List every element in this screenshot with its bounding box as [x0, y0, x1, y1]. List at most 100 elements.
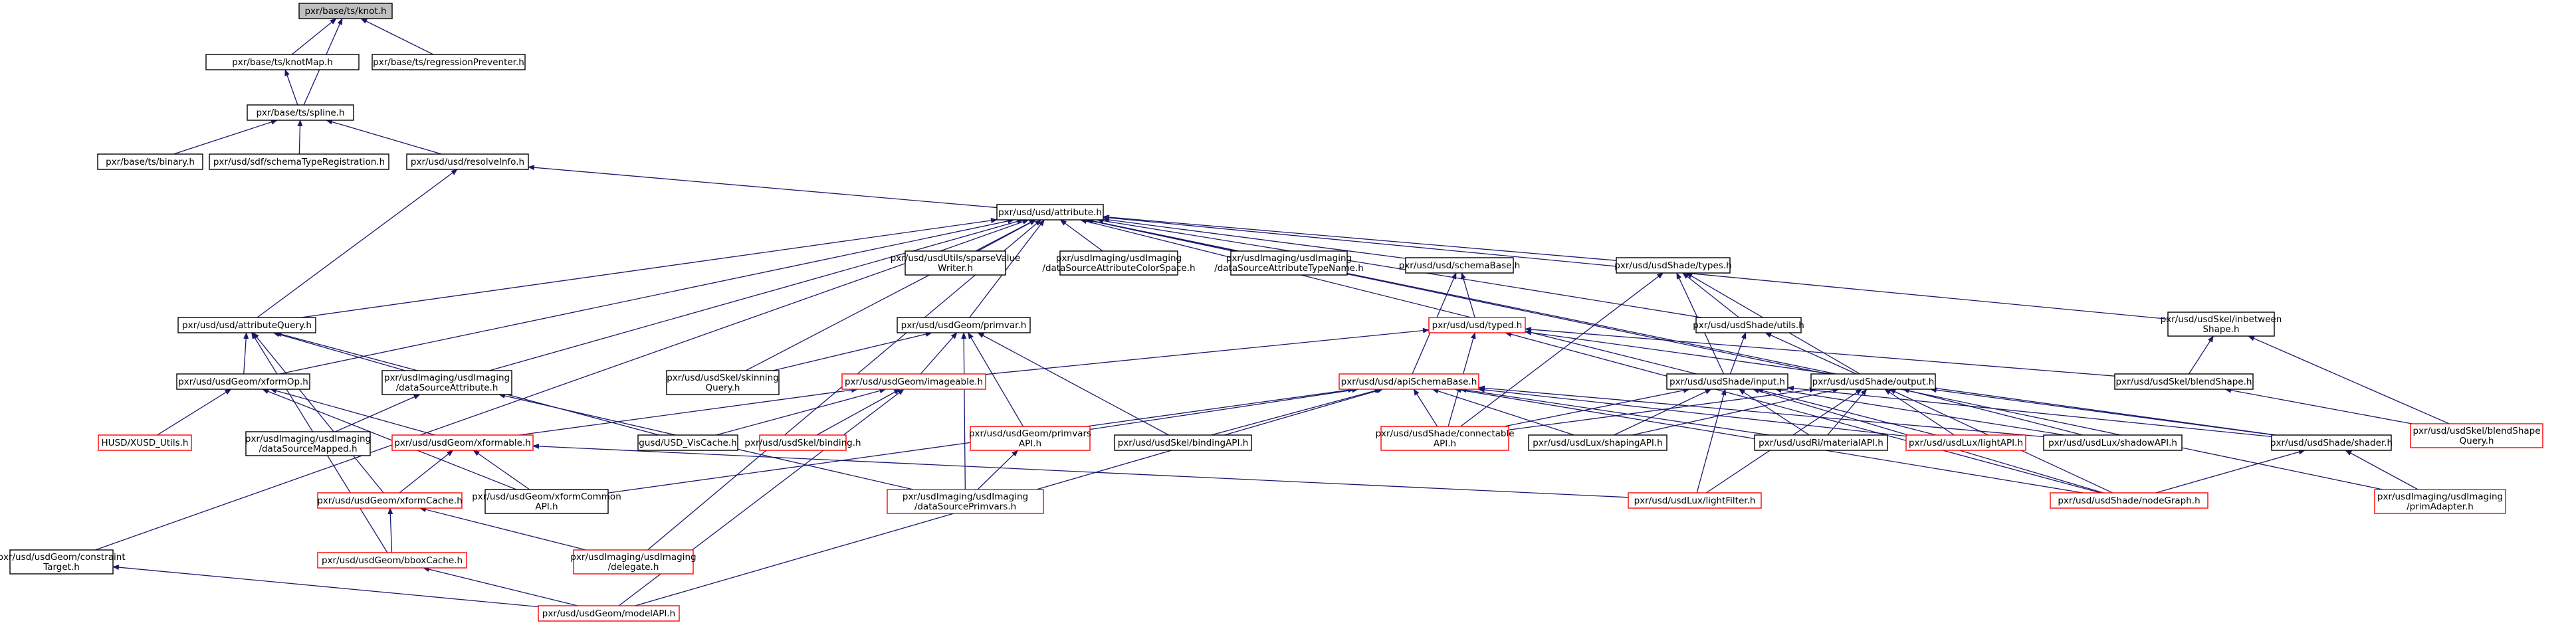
node-typed[interactable]: pxr/usd/usd/typed.h: [1428, 317, 1526, 333]
node-label: pxr/usd/usd/attributeQuery.h: [182, 320, 312, 331]
node-shadeInput[interactable]: pxr/usd/usdShade/input.h: [1666, 373, 1788, 390]
node-delegate[interactable]: pxr/usdImaging/usdImaging/delegate.h: [570, 549, 697, 575]
node-visCache[interactable]: gusd/USD_VisCache.h: [637, 434, 738, 451]
edge-visCache-to-imageable: [716, 388, 887, 436]
edge-schemaBase-to-attribute: [1103, 217, 1406, 259]
edge-primvarsAPI-to-primvar: [968, 332, 1024, 427]
node-knotMap[interactable]: pxr/base/ts/knotMap.h: [205, 54, 360, 70]
node-apiSchemaBase[interactable]: pxr/usd/usd/apiSchemaBase.h: [1339, 373, 1479, 390]
edge-shadeInput-to-attribute: [1079, 219, 1697, 375]
node-lightAPI[interactable]: pxr/usd/usdLux/lightAPI.h: [1905, 434, 2026, 451]
node-label: Writer.h: [938, 263, 973, 274]
edge-attributeQuery-to-resolveInfo: [257, 169, 458, 318]
edge-spline-to-knotMap: [284, 69, 298, 106]
edge-shadeUtils-to-attribute: [1097, 218, 1702, 318]
node-box: [298, 3, 393, 19]
edge-parseValueWriter-to-attribute: [977, 219, 1037, 252]
edge-line: [489, 219, 1024, 371]
edge-line: [977, 219, 1037, 252]
edge-line: [968, 332, 1024, 427]
node-box: [1905, 434, 2026, 451]
node-resolveInfo[interactable]: pxr/usd/usd/resolveInfo.h: [406, 153, 529, 170]
edge-line: [1525, 327, 2115, 377]
node-attributeQuery[interactable]: pxr/usd/usd/attributeQuery.h: [177, 317, 316, 333]
edge-blendShapeQuery-to-blendShape: [2224, 387, 2413, 424]
node-schemaBase[interactable]: pxr/usd/usd/schemaBase.h: [1399, 257, 1521, 274]
node-shadeOutput[interactable]: pxr/usd/usdShade/output.h: [1810, 373, 1936, 390]
node-dsPrimvars[interactable]: pxr/usdImaging/usdImaging/dataSourcePrim…: [887, 489, 1044, 514]
node-label: pxr/usd/usdShade/nodeGraph.h: [2058, 495, 2200, 506]
node-label: pxr/base/ts/regressionPreventer.h: [373, 57, 524, 68]
node-attribute[interactable]: pxr/usd/usd/attribute.h: [996, 204, 1104, 221]
node-primAdapter[interactable]: pxr/usdImaging/usdImaging/primAdapter.h: [2374, 489, 2506, 514]
node-xformable[interactable]: pxr/usd/usdGeom/xformable.h: [391, 434, 534, 451]
edge-line: [173, 119, 278, 155]
node-xformCache[interactable]: pxr/usd/usdGeom/xformCache.h: [317, 492, 463, 509]
node-label: pxr/usd/usdGeom/xformCache.h: [317, 495, 463, 506]
edge-shader-to-shadeOutput: [1929, 387, 2274, 436]
node-hususd[interactable]: HUSD/XUSD_Utils.h: [98, 434, 192, 451]
node-label: pxr/usd/usdSkel/bindingAPI.h: [1118, 438, 1249, 448]
node-skelBinding[interactable]: pxr/usd/usdSkel/binding.h: [744, 434, 861, 451]
edge-line: [1696, 389, 1727, 494]
node-label: pxr/usd/usdSkel/blendShape.h: [2116, 377, 2252, 387]
node-box: [205, 54, 360, 70]
node-imageable[interactable]: pxr/usd/usdGeom/imageable.h: [841, 373, 986, 390]
node-label: pxr/usd/usdShade/types.h: [1614, 260, 1731, 271]
node-label: pxr/usd/usdSkel/inbetween: [2161, 314, 2282, 325]
edge-line: [253, 332, 384, 494]
node-label: API.h: [1434, 438, 1456, 449]
node-label: pxr/usd/usdShade/output.h: [1812, 377, 1935, 387]
edge-blendShape-to-inbetweenShape: [2188, 335, 2214, 375]
edge-typed-to-schemaBase: [1461, 272, 1475, 318]
node-regressionPreventer[interactable]: pxr/base/ts/regressionPreventer.h: [372, 54, 526, 70]
node-nodeGraph[interactable]: pxr/usd/usdShade/nodeGraph.h: [2050, 492, 2208, 509]
node-shadowAPI[interactable]: pxr/usd/usdLux/shadowAPI.h: [2043, 434, 2183, 451]
node-label: pxr/usd/usd/resolveInfo.h: [411, 157, 524, 167]
edge-skelBinding-to-imageable: [816, 389, 901, 436]
node-dsAttrColorSpace[interactable]: pxr/usdImaging/usdImaging/dataSourceAttr…: [1042, 250, 1196, 276]
node-box: [1059, 250, 1178, 276]
node-modelAPI[interactable]: pxr/usd/usdGeom/modelAPI.h: [538, 605, 680, 622]
node-shader[interactable]: pxr/usd/usdShade/shader.h: [2270, 434, 2393, 451]
node-xformOp[interactable]: pxr/usd/usdGeom/xformOp.h: [176, 373, 310, 390]
node-materialAPI[interactable]: pxr/usd/usdRi/materialAPI.h: [1754, 434, 1888, 451]
edge-attributeQuery-to-attribute: [301, 218, 998, 318]
node-lightFilter[interactable]: pxr/usd/usdLux/lightFilter.h: [1628, 492, 1762, 509]
node-bindingAPI[interactable]: pxr/usd/usdSkel/bindingAPI.h: [1114, 434, 1252, 451]
node-spline[interactable]: pxr/base/ts/spline.h: [247, 104, 354, 121]
node-box: [1114, 434, 1252, 451]
node-binary[interactable]: pxr/base/ts/binary.h: [97, 153, 203, 170]
edge-line: [157, 389, 232, 436]
node-label: pxr/usd/usdLux/lightFilter.h: [1634, 495, 1756, 506]
edge-lightFilter-to-xformable: [532, 443, 1629, 498]
node-dsAttrTypeName[interactable]: pxr/usdImaging/usdImaging/dataSourceAttr…: [1214, 250, 1364, 276]
node-shadeTypes[interactable]: pxr/usd/usdShade/types.h: [1614, 257, 1732, 274]
edge-xformOp-to-attributeQuery: [243, 332, 249, 375]
node-dsAttribute[interactable]: pxr/usdImaging/usdImaging/dataSourceAttr…: [381, 370, 512, 395]
node-shadeUtils[interactable]: pxr/usd/usdShade/utils.h: [1693, 317, 1804, 333]
node-dsMapped[interactable]: pxr/usdImaging/usdImaging/dataSourceMapp…: [245, 431, 371, 456]
node-schemaTypeRegistration[interactable]: pxr/usd/sdf/schemaTypeRegistration.h: [209, 153, 389, 170]
node-primvar[interactable]: pxr/usd/usdGeom/primvar.h: [897, 317, 1031, 333]
node-label: pxr/usd/usdGeom/xformOp.h: [178, 377, 308, 387]
node-box: [372, 54, 526, 70]
edge-primAdapter-to-shader: [2345, 450, 2418, 490]
node-bboxCache[interactable]: pxr/usd/usdGeom/bboxCache.h: [317, 552, 467, 569]
edge-shader-to-shadeInput: [1787, 385, 2272, 438]
node-blendShape[interactable]: pxr/usd/usdSkel/blendShape.h: [2114, 373, 2254, 390]
edge-line: [335, 394, 421, 432]
edge-line: [360, 18, 434, 55]
node-shapingAPI[interactable]: pxr/usd/usdLux/shapingAPI.h: [1528, 434, 1667, 451]
node-box: [484, 489, 609, 514]
edge-line: [1682, 272, 1739, 318]
